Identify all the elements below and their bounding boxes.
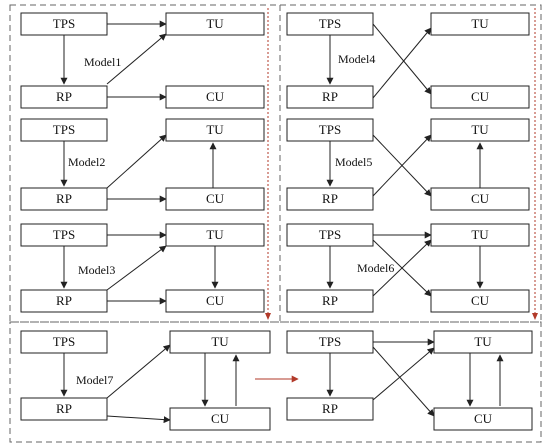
red-arrowhead-right [532, 313, 538, 320]
model-label: Model7 [76, 373, 113, 387]
arrow-tps-cu [372, 346, 435, 417]
tps-label: TPS [53, 122, 75, 137]
cu-box [430, 289, 530, 313]
tps-label: TPS [53, 16, 75, 31]
tps-label: TPS [319, 227, 341, 242]
tu-box [165, 118, 265, 142]
tps-box [286, 12, 374, 36]
arrow-rp-tu [106, 134, 167, 189]
model-label: Model6 [357, 261, 394, 275]
arrow-rp-tu [106, 245, 167, 291]
cu-label: CU [474, 411, 493, 426]
rp-label: RP [56, 89, 72, 104]
cu-label: CU [471, 89, 490, 104]
tps-box [286, 330, 374, 354]
cu-box [165, 85, 265, 109]
model-7: TPS TU RP CU Model7 [20, 330, 271, 431]
tps-box [286, 223, 374, 247]
tps-box [20, 118, 108, 142]
tu-box [430, 12, 530, 36]
model-label: Model3 [78, 263, 115, 277]
tu-label: TU [206, 122, 224, 137]
model-5: TPS TU RP CU Model5 [286, 118, 530, 211]
rp-box [286, 397, 374, 421]
arrow-rp-cu [106, 415, 171, 424]
tps-box [20, 223, 108, 247]
arrow-rp-tu [372, 134, 432, 197]
model-2: TPS TU RP CU Model2 [20, 118, 265, 211]
arrow-rp-tu [372, 27, 432, 99]
rp-label: RP [322, 401, 338, 416]
model-3: TPS TU RP CU Model3 [20, 223, 265, 313]
model-8: TPS TU RP CU [286, 330, 533, 431]
cu-label: CU [206, 293, 225, 308]
model-4: TPS TU RP CU Model4 [286, 12, 530, 109]
tu-label: TU [206, 227, 224, 242]
rp-label: RP [322, 191, 338, 206]
tu-label: TU [471, 16, 489, 31]
rp-box [20, 397, 108, 421]
tps-label: TPS [319, 334, 341, 349]
arrow-rp-tu [372, 347, 435, 401]
cu-box [165, 289, 265, 313]
tps-box [20, 330, 108, 354]
tu-label: TU [471, 227, 489, 242]
rp-box [286, 187, 374, 211]
model-label: Model4 [338, 52, 375, 66]
tps-box [286, 118, 374, 142]
tps-label: TPS [53, 334, 75, 349]
rp-label: RP [56, 293, 72, 308]
tu-box [430, 223, 530, 247]
rp-box [20, 289, 108, 313]
tu-box [430, 118, 530, 142]
tps-box [20, 12, 108, 36]
cu-box [169, 407, 271, 431]
tu-box [433, 330, 533, 354]
cu-label: CU [471, 191, 490, 206]
cu-label: CU [206, 191, 225, 206]
arrow-tps-cu [372, 23, 432, 95]
tps-label: TPS [319, 122, 341, 137]
rp-label: RP [322, 293, 338, 308]
rp-box [20, 85, 108, 109]
red-arrowhead-left [265, 313, 271, 320]
arrow-rp-tu [106, 33, 167, 85]
tu-box [165, 12, 265, 36]
model-label: Model1 [84, 55, 121, 69]
arrow-rp-tu [372, 239, 432, 297]
tu-label: TU [471, 122, 489, 137]
rp-box [286, 85, 374, 109]
rp-label: RP [56, 401, 72, 416]
lower-dashed-frame [9, 321, 542, 443]
cu-label: CU [471, 293, 490, 308]
cu-box [165, 187, 265, 211]
cu-box [430, 187, 530, 211]
tu-box [169, 330, 271, 354]
rp-box [286, 289, 374, 313]
rp-label: RP [56, 191, 72, 206]
tu-box [165, 223, 265, 247]
rp-label: RP [322, 89, 338, 104]
cu-label: CU [211, 411, 230, 426]
tps-label: TPS [319, 16, 341, 31]
tu-label: TU [474, 334, 492, 349]
model-1: TPS TU RP CU Model1 [20, 12, 265, 109]
model-label: Model2 [68, 155, 105, 169]
tu-label: TU [211, 334, 229, 349]
tu-label: TU [206, 16, 224, 31]
arrow-rp-tu [106, 344, 171, 399]
cu-box [430, 85, 530, 109]
tps-label: TPS [53, 227, 75, 242]
cu-box [433, 407, 533, 431]
model-label: Model5 [335, 155, 372, 169]
rp-box [20, 187, 108, 211]
model-6: TPS TU RP CU Model6 [286, 223, 530, 313]
cu-label: CU [206, 89, 225, 104]
